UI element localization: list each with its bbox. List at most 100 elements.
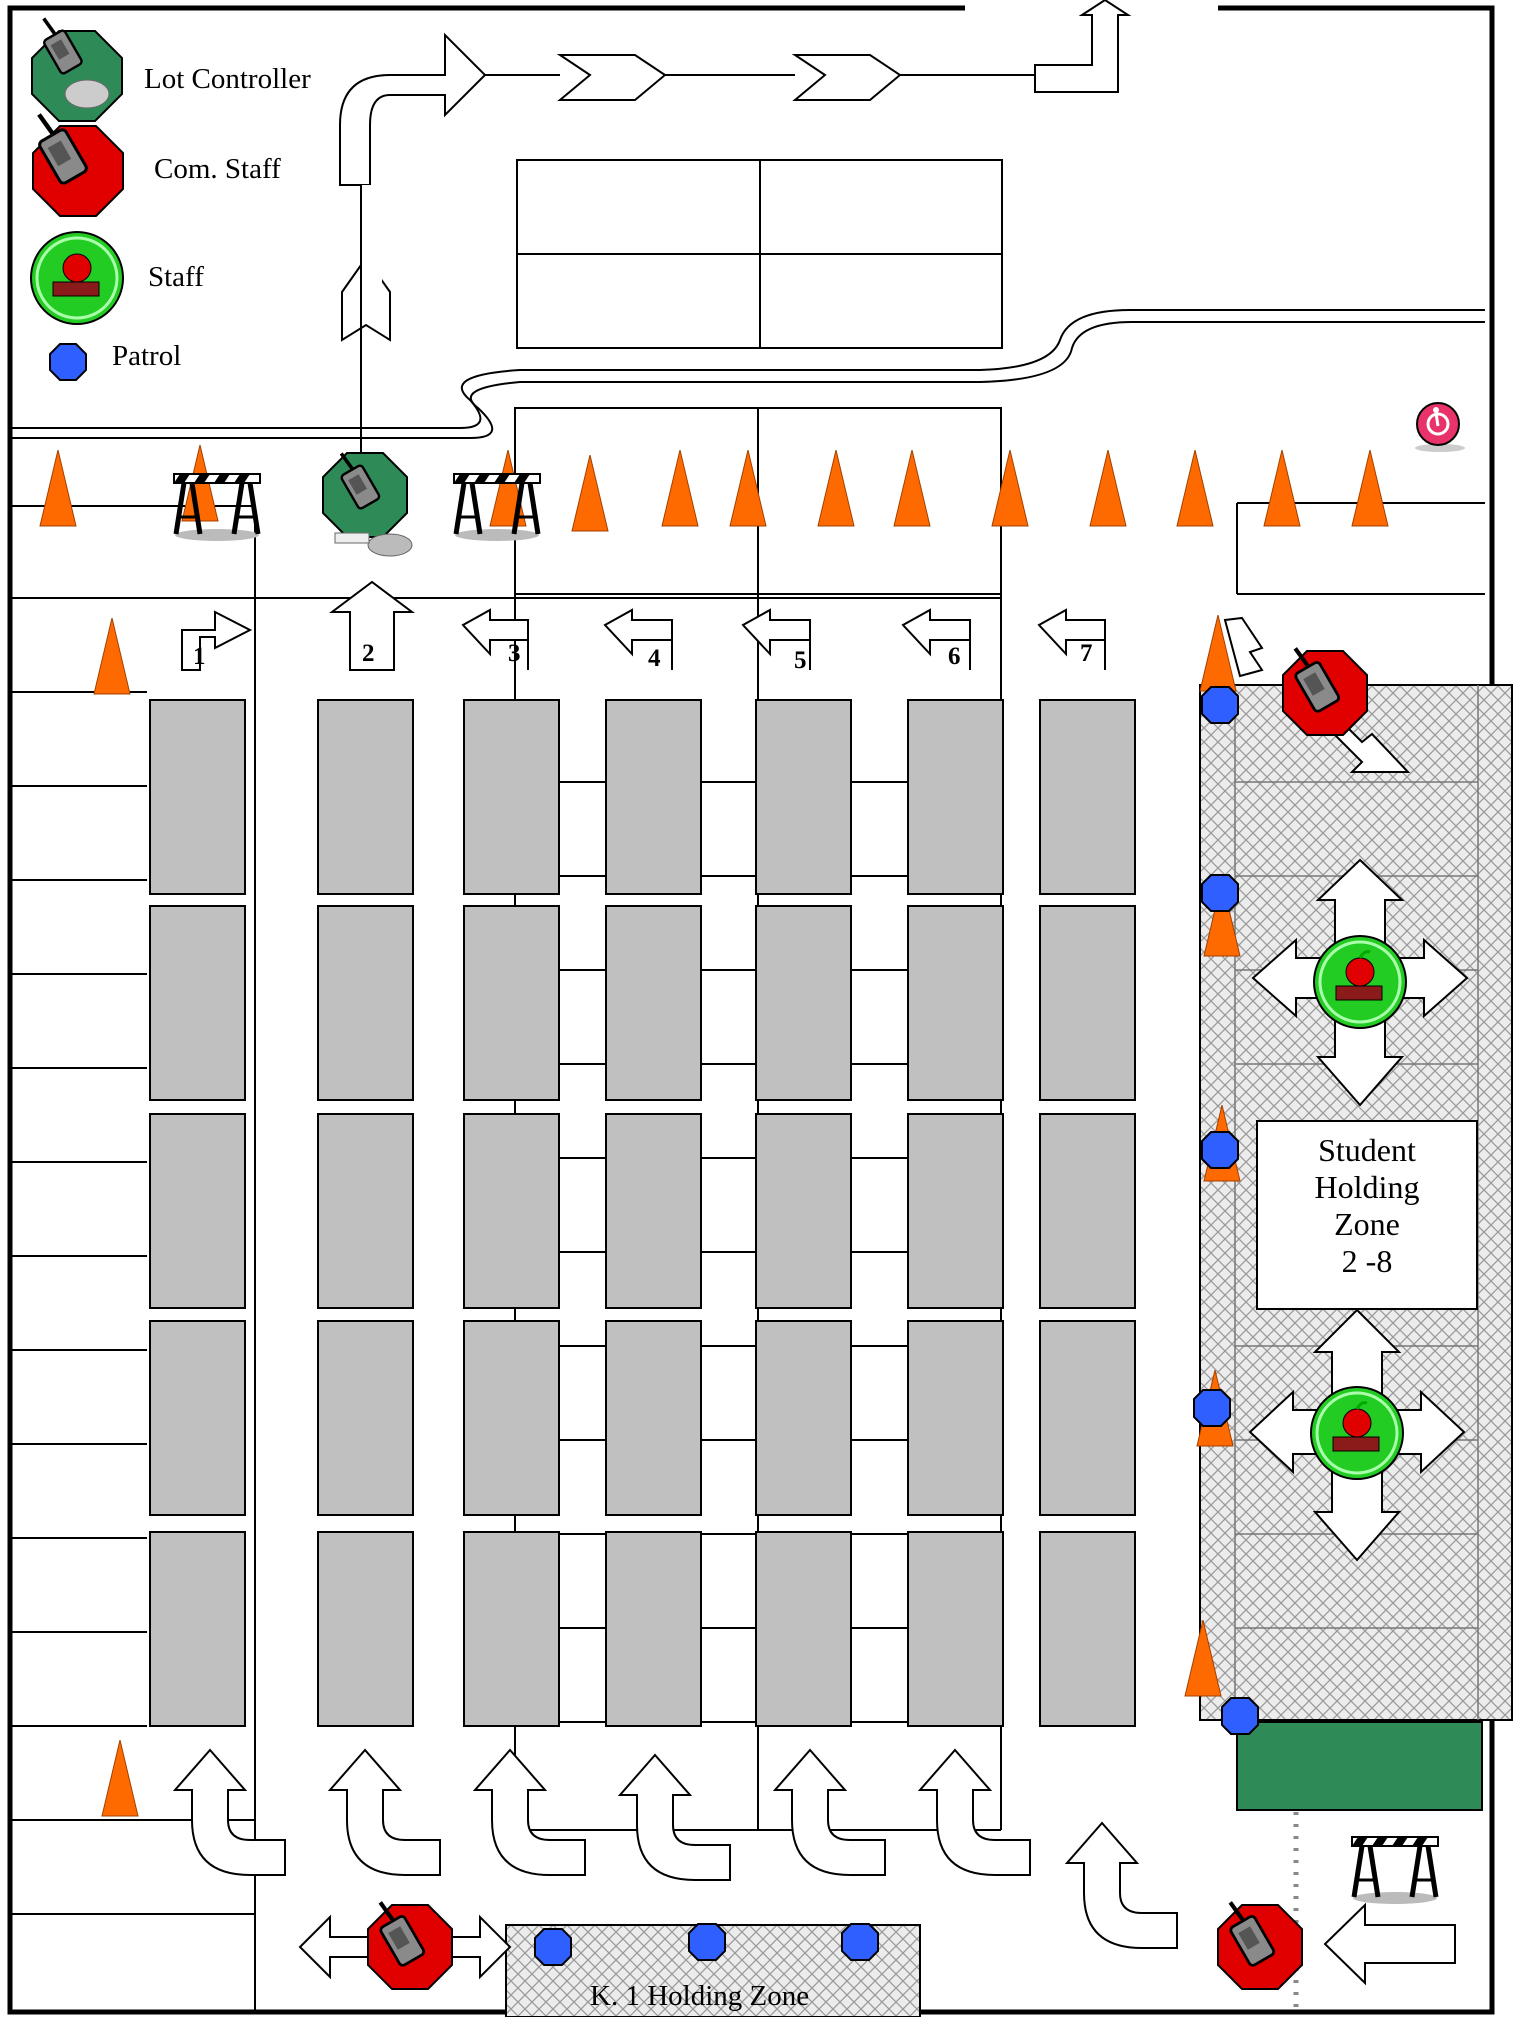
u-turn-arrow-6 bbox=[917, 1748, 1031, 1876]
parked-cars bbox=[149, 699, 1136, 1727]
legend-lot-controller-label: Lot Controller bbox=[144, 63, 311, 95]
wheelchair-icon bbox=[1415, 402, 1465, 452]
patrol-5 bbox=[1221, 1697, 1259, 1735]
patrol-2 bbox=[1201, 874, 1239, 912]
car-11 bbox=[463, 699, 560, 895]
lot-controller-icon bbox=[322, 451, 413, 557]
car-5 bbox=[149, 1531, 246, 1727]
car-33 bbox=[1039, 1113, 1136, 1309]
patrol-6 bbox=[534, 1928, 572, 1966]
cone-9 bbox=[991, 450, 1029, 527]
car-6 bbox=[317, 699, 414, 895]
lane-number-3: 3 bbox=[508, 640, 521, 667]
lane-arrows bbox=[181, 580, 1106, 671]
car-4 bbox=[149, 1320, 246, 1516]
lane-number-6: 6 bbox=[948, 643, 961, 670]
car-16 bbox=[605, 699, 702, 895]
car-31 bbox=[1039, 699, 1136, 895]
staff-icon bbox=[1313, 935, 1407, 1029]
car-26 bbox=[907, 699, 1004, 895]
u-turn-arrow-2 bbox=[327, 1748, 441, 1876]
com-staff-icon bbox=[1217, 1902, 1303, 1990]
k1-holding-zone-label: K. 1 Holding Zone bbox=[590, 1980, 810, 2012]
entry-arrow bbox=[1323, 1902, 1456, 1986]
cone-12 bbox=[1263, 450, 1301, 527]
lane-number-2: 2 bbox=[362, 640, 375, 667]
patrol-7 bbox=[688, 1923, 726, 1961]
cone-20 bbox=[101, 1740, 139, 1817]
car-32 bbox=[1039, 905, 1136, 1101]
legend-patrol-icon bbox=[49, 343, 87, 381]
patrol-3 bbox=[1201, 1131, 1239, 1169]
green-pad bbox=[1236, 1721, 1483, 1811]
patrol-4 bbox=[1193, 1389, 1231, 1427]
car-18 bbox=[605, 1113, 702, 1309]
legend-staff-label: Staff bbox=[148, 261, 204, 293]
car-30 bbox=[907, 1531, 1004, 1727]
lane-number-5: 5 bbox=[794, 647, 807, 674]
cone-8 bbox=[893, 450, 931, 527]
legend-com-staff-label: Com. Staff bbox=[154, 153, 281, 185]
cone-7 bbox=[817, 450, 855, 527]
zone-line-4: 2 -8 bbox=[1341, 1243, 1393, 1279]
car-23 bbox=[755, 1113, 852, 1309]
entry-u-turn-arrows bbox=[172, 1748, 1178, 1949]
car-27 bbox=[907, 905, 1004, 1101]
lane-number-4: 4 bbox=[648, 645, 661, 672]
zone-line-3: Zone bbox=[1334, 1206, 1400, 1242]
patrol-1 bbox=[1201, 686, 1239, 724]
car-22 bbox=[755, 905, 852, 1101]
legend-patrol-label: Patrol bbox=[112, 340, 182, 372]
com-staff-icon bbox=[1282, 648, 1368, 736]
patrol-markers bbox=[534, 686, 1259, 1966]
u-turn-arrow-3 bbox=[472, 1748, 586, 1876]
cone-5 bbox=[661, 450, 699, 527]
cone-13 bbox=[1351, 450, 1389, 527]
car-13 bbox=[463, 1113, 560, 1309]
car-1 bbox=[149, 699, 246, 895]
u-turn-arrow-1 bbox=[172, 1748, 286, 1876]
car-7 bbox=[317, 905, 414, 1101]
com-staff-icon bbox=[367, 1902, 453, 1990]
car-35 bbox=[1039, 1531, 1136, 1727]
car-19 bbox=[605, 1320, 702, 1516]
car-8 bbox=[317, 1113, 414, 1309]
car-34 bbox=[1039, 1320, 1136, 1516]
car-2 bbox=[149, 905, 246, 1101]
patrol-8 bbox=[841, 1923, 879, 1961]
car-10 bbox=[317, 1531, 414, 1727]
car-12 bbox=[463, 905, 560, 1101]
barricade-3 bbox=[1352, 1837, 1438, 1904]
cone-1 bbox=[39, 450, 77, 527]
car-29 bbox=[907, 1320, 1004, 1516]
car-20 bbox=[605, 1531, 702, 1727]
cone-11 bbox=[1176, 450, 1214, 527]
legend-staff-icon bbox=[30, 231, 124, 325]
staff-icon bbox=[1310, 1386, 1404, 1480]
legend-com-staff-icon bbox=[32, 115, 124, 217]
zone-line-1: Student bbox=[1318, 1132, 1416, 1168]
legend-lot-controller-icon bbox=[31, 18, 123, 122]
building bbox=[516, 159, 1003, 349]
u-turn-arrow-7 bbox=[1064, 1821, 1178, 1949]
car-14 bbox=[463, 1320, 560, 1516]
student-holding-zone-label: Student Holding Zone 2 -8 bbox=[1256, 1120, 1478, 1310]
cone-6 bbox=[729, 450, 767, 527]
cone-10 bbox=[1089, 450, 1127, 527]
lane-number-1: 1 bbox=[193, 643, 206, 670]
car-9 bbox=[317, 1320, 414, 1516]
zone-line-2: Holding bbox=[1314, 1169, 1420, 1205]
car-25 bbox=[755, 1531, 852, 1727]
lane-number-7: 7 bbox=[1080, 640, 1093, 667]
entrance-gap bbox=[965, 0, 1218, 14]
curb-line bbox=[10, 309, 1485, 439]
car-15 bbox=[463, 1531, 560, 1727]
car-24 bbox=[755, 1320, 852, 1516]
cone-4 bbox=[571, 455, 609, 532]
car-28 bbox=[907, 1113, 1004, 1309]
u-turn-arrow-4 bbox=[617, 1753, 731, 1881]
car-21 bbox=[755, 699, 852, 895]
exit-route-arrows bbox=[339, 0, 1132, 470]
u-turn-arrow-5 bbox=[772, 1748, 886, 1876]
